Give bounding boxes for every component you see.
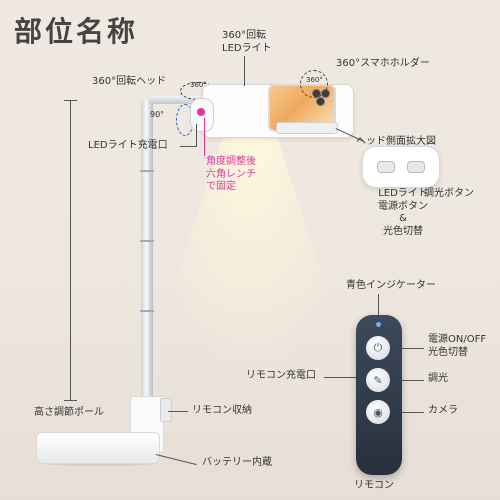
stand-base [36, 432, 160, 464]
leader-line [168, 411, 188, 412]
height-bracket-bottom [64, 400, 77, 401]
height-pole [140, 100, 154, 400]
leader-line-pink [204, 118, 205, 156]
power-toggle-label: 電源ON/OFF 光色切替 [428, 334, 487, 358]
remote-storage-label: リモコン収納 [192, 405, 252, 416]
height-bracket-top [64, 100, 77, 101]
badge-360-phone: 360° [306, 76, 323, 84]
hex-screw-icon [197, 108, 205, 116]
stand-arm [148, 96, 200, 104]
leader-line [402, 348, 424, 349]
leader-line [324, 377, 356, 378]
battery-label: バッテリー内蔵 [202, 457, 272, 468]
dimmer-button-label: 調光ボタン [424, 188, 474, 199]
leader-line [196, 124, 197, 147]
blue-indicator-label: 青色インジケーター [346, 280, 436, 291]
leader-line [378, 294, 379, 320]
leader-line [402, 380, 424, 381]
led-power-button-label: LEDライト 電源ボタン & 光色切替 [378, 188, 428, 237]
led-power-button-icon [377, 161, 395, 173]
power-icon[interactable]: ⏻ [366, 336, 390, 360]
height-bracket-line [70, 100, 71, 400]
badge-360: 360° [190, 81, 207, 89]
blue-indicator-light [376, 322, 381, 327]
remote-storage-slot [160, 398, 172, 422]
page-title: 部位名称 [14, 15, 139, 48]
angle-note: 角度調整後 六角レンチ で固定 [206, 156, 256, 192]
dimmer-icon[interactable]: ✎ [366, 368, 390, 392]
remote-label: リモコン [354, 480, 394, 491]
height-pole-label: 高さ調節ポール [34, 407, 104, 418]
leader-line [155, 454, 197, 466]
leader-line [244, 56, 245, 86]
camera-icon[interactable]: ◉ [366, 400, 390, 424]
rotate-head-label: 360°回転ヘッド [92, 76, 167, 87]
badge-90: 90° [150, 110, 165, 119]
rotate-led-label: 360°回転 LEDライト [222, 30, 272, 54]
remote-charge-port-label: リモコン充電口 [246, 370, 316, 381]
phone-rotate-arrow-icon [300, 70, 328, 98]
head-side-zoom [362, 146, 440, 188]
camera-label: カメラ [428, 405, 458, 416]
phone-holder-label: 360°スマホホルダー [336, 58, 430, 69]
head-side-zoom-label: ヘッド側面拡大図 [356, 136, 436, 147]
leader-line [180, 146, 196, 147]
led-charge-port-label: LEDライト充電口 [88, 140, 168, 151]
phone-holder-clamp [276, 122, 338, 134]
camera-lens-icon [316, 97, 325, 106]
dimmer-label: 調光 [428, 373, 448, 384]
leader-line [402, 412, 424, 413]
dimmer-button-icon [407, 161, 425, 173]
